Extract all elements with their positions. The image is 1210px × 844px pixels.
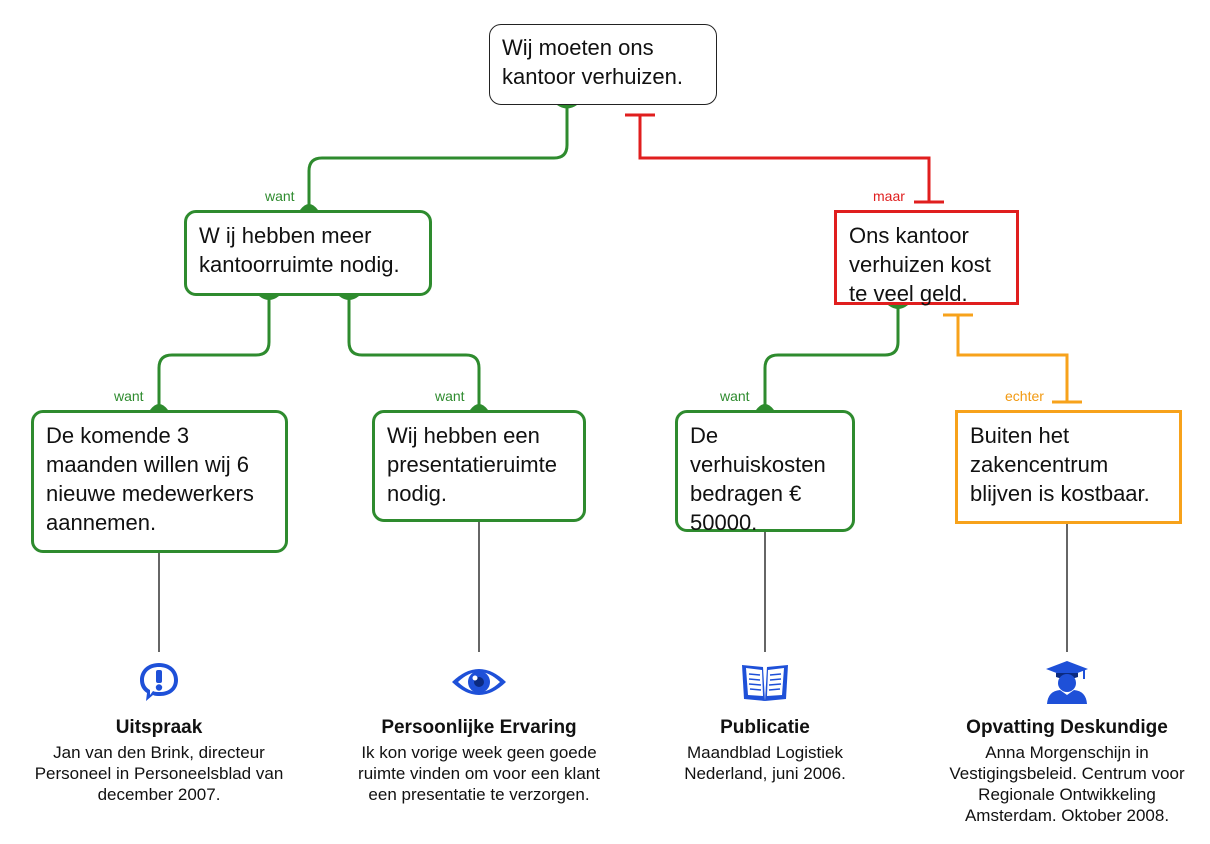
source-title: Publicatie (720, 717, 810, 738)
reason-space-text: W ij hebben meer kantoorruimte nodig. (199, 223, 400, 277)
source-uitspraak: Uitspraak Jan van den Brink, directeur P… (24, 659, 294, 805)
source-publicatie: Publicatie Maandblad Logistiek Nederland… (655, 659, 875, 784)
support-link-staff (157, 296, 271, 410)
reason-staff-box[interactable]: De komende 3 maanden willen wij 6 nieuwe… (31, 410, 288, 553)
label-echter: echter (1005, 388, 1044, 404)
label-maar: maar (873, 188, 905, 204)
graduate-icon (1046, 661, 1088, 704)
source-persoonlijke-ervaring: Persoonlijke Ervaring Ik kon vorige week… (349, 659, 609, 805)
label-want-4: want (720, 388, 750, 404)
objection-cost-box[interactable]: Ons kantoor verhuizen kost te veel geld. (834, 210, 1019, 306)
main-claim-box[interactable]: Wij moeten ons kantoor verhuizen. (489, 24, 717, 105)
eye-icon (452, 669, 506, 695)
support-link-costs (763, 305, 900, 410)
source-text: Anna Morgenschijn in Vestigingsbeleid. C… (949, 743, 1185, 825)
source-text: Jan van den Brink, directeur Personeel i… (34, 743, 284, 804)
reason-presentation-text: Wij hebben een presentatieruimte nodig. (387, 423, 557, 506)
main-claim-text: Wij moeten ons kantoor verhuizen. (502, 35, 683, 89)
source-title: Opvatting Deskundige (966, 717, 1168, 738)
rebuttal-box[interactable]: Buiten het zakencentrum blijven is kostb… (955, 410, 1182, 524)
book-icon (742, 665, 788, 701)
rebuttal-link (956, 315, 1069, 402)
exclamation-icon (140, 663, 178, 701)
reason-staff-text: De komende 3 maanden willen wij 6 nieuwe… (46, 423, 254, 535)
objection-link (638, 115, 931, 202)
reason-costs-box[interactable]: De verhuiskosten bedragen € 50000. (675, 410, 855, 535)
source-title: Uitspraak (115, 717, 203, 738)
label-want-3: want (435, 388, 465, 404)
reason-costs-text: De verhuiskosten bedragen € 50000. (690, 423, 826, 535)
label-want-2: want (114, 388, 144, 404)
source-title: Persoonlijke Ervaring (381, 717, 577, 738)
rebuttal-text: Buiten het zakencentrum blijven is kostb… (970, 423, 1150, 506)
support-link-root (307, 105, 569, 210)
support-link-presentation (347, 296, 481, 410)
source-text: Ik kon vorige week geen goede ruimte vin… (358, 743, 600, 804)
reason-presentation-box[interactable]: Wij hebben een presentatieruimte nodig. (372, 410, 586, 522)
reason-space-box[interactable]: W ij hebben meer kantoorruimte nodig. (184, 210, 432, 296)
source-opvatting-deskundige: Opvatting Deskundige Anna Morgenschijn i… (937, 659, 1197, 826)
source-text: Maandblad Logistiek Nederland, juni 2006… (684, 743, 846, 783)
objection-cost-text: Ons kantoor verhuizen kost te veel geld. (849, 223, 991, 306)
label-want-1: want (265, 188, 295, 204)
